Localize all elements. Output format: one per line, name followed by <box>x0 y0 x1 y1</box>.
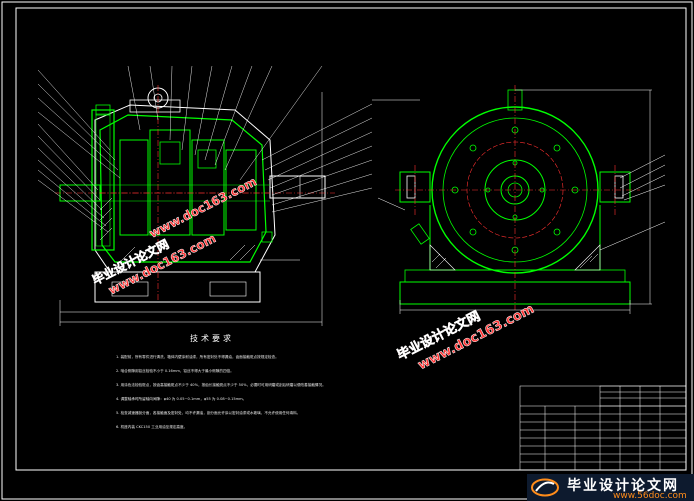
requirement-line: 1. 装配前，所有零件进行清洗，箱体内壁涂耐油漆，所有密封处不得漏油，齿面接触斑… <box>116 355 279 359</box>
parts-list <box>519 385 687 471</box>
tech-requirements-list: 1. 装配前，所有零件进行清洗，箱体内壁涂耐油漆，所有密封处不得漏油，齿面接触斑… <box>116 350 356 434</box>
site-logo: 毕业设计论文网 www.56doc.com <box>527 474 694 501</box>
section-view <box>37 65 373 326</box>
end-view <box>372 85 666 314</box>
logo-url: www.56doc.com <box>613 491 687 501</box>
watermark-3: 毕业设计论文网 www.doc163.com <box>394 301 537 373</box>
watermark-2: www.doc163.com <box>147 174 259 241</box>
requirement-line: 2. 啮合侧隙用铅丝检验不小于 0.16mm，铅丝不得大于最小侧隙的四倍。 <box>116 369 234 373</box>
logo-title: 毕业设计论文网 <box>567 478 679 494</box>
tech-requirements-title: 技术要求 <box>190 334 234 343</box>
requirement-line: 3. 用涂色法检验斑点，按齿高接触斑点不少于 40%，按齿长接触斑点不少于 50… <box>116 383 326 387</box>
requirement-line: 4. 调整轴承时所留轴向间隙：φ40 为 0.05~0.1mm，φ55 为 0.… <box>116 397 247 401</box>
sheet-border-inner <box>15 7 687 471</box>
requirement-line: 5. 检查减速器剖分面，各接触面及密封处，均不许漏油，剖分面允许涂以密封油漆或水… <box>116 411 301 415</box>
logo-icon <box>531 478 559 497</box>
requirement-line: 6. 机座内装 CKC150 工业用油至规定高度。 <box>116 425 188 429</box>
watermark-url: www.doc163.com <box>147 174 259 240</box>
